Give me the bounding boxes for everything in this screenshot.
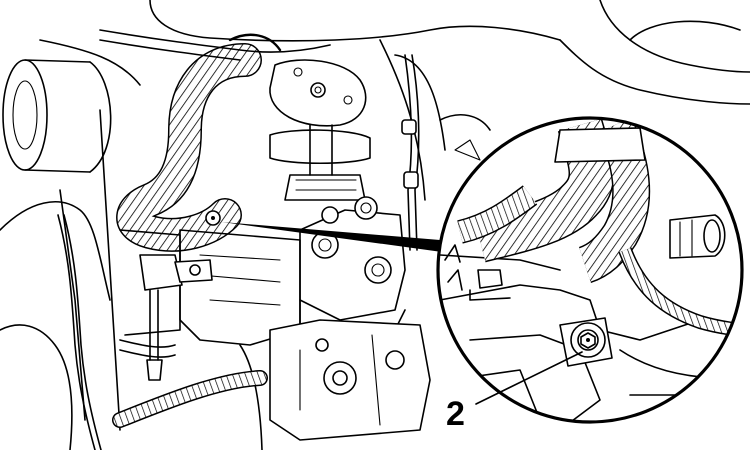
- bolt-callout-target: [559, 317, 613, 367]
- bolt-cluster: [299, 196, 406, 341]
- callout-leader-line: [475, 351, 583, 405]
- callout-2: 2: [446, 351, 583, 433]
- magnifier-leader-wedge: [222, 222, 442, 252]
- callout-label: 2: [446, 395, 465, 433]
- magnifier-view: [436, 116, 744, 424]
